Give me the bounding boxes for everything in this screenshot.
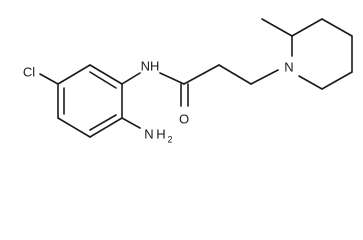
bond-nh-carbonyl [159, 72, 185, 85]
ring-double-bond-inner-2 [89, 114, 117, 131]
ring-bond-c4-c5 [57, 117, 91, 138]
bond-ring-cl [39, 73, 59, 85]
amide-nh-label: NH [141, 58, 160, 73]
piperidine-bond-c5-c6 [321, 71, 353, 90]
ring-bond-c6-c1 [57, 64, 91, 85]
amine-subscript-2-label: 2 [167, 134, 172, 144]
chemical-structure-diagram: Cl NH O N N H 2 [23, 18, 353, 144]
bond-carbonyl-ch2 [183, 64, 220, 85]
bond-ring-nh [121, 72, 141, 85]
chlorine-label: Cl [23, 64, 35, 79]
ring-bond-c3-c4 [89, 117, 123, 138]
piperidine-nitrogen-label: N [284, 59, 293, 74]
piperidine-bond-c3-c4 [321, 18, 353, 37]
piperidine-bond-c6-n [298, 75, 323, 90]
ring-double-bond-inner-1 [89, 71, 117, 89]
amine-h-label: H [156, 126, 165, 141]
ring-bond-c1-c2 [89, 64, 123, 85]
piperidine-bond-c2-c3 [291, 18, 323, 37]
carbonyl-oxygen-label: O [179, 111, 189, 126]
bond-methyl [261, 18, 293, 37]
amine-n-label: N [144, 126, 153, 141]
bond-ch2-ch2 [218, 64, 252, 85]
bond-ring-nh2 [121, 117, 141, 129]
bond-ch2-n [250, 69, 279, 85]
